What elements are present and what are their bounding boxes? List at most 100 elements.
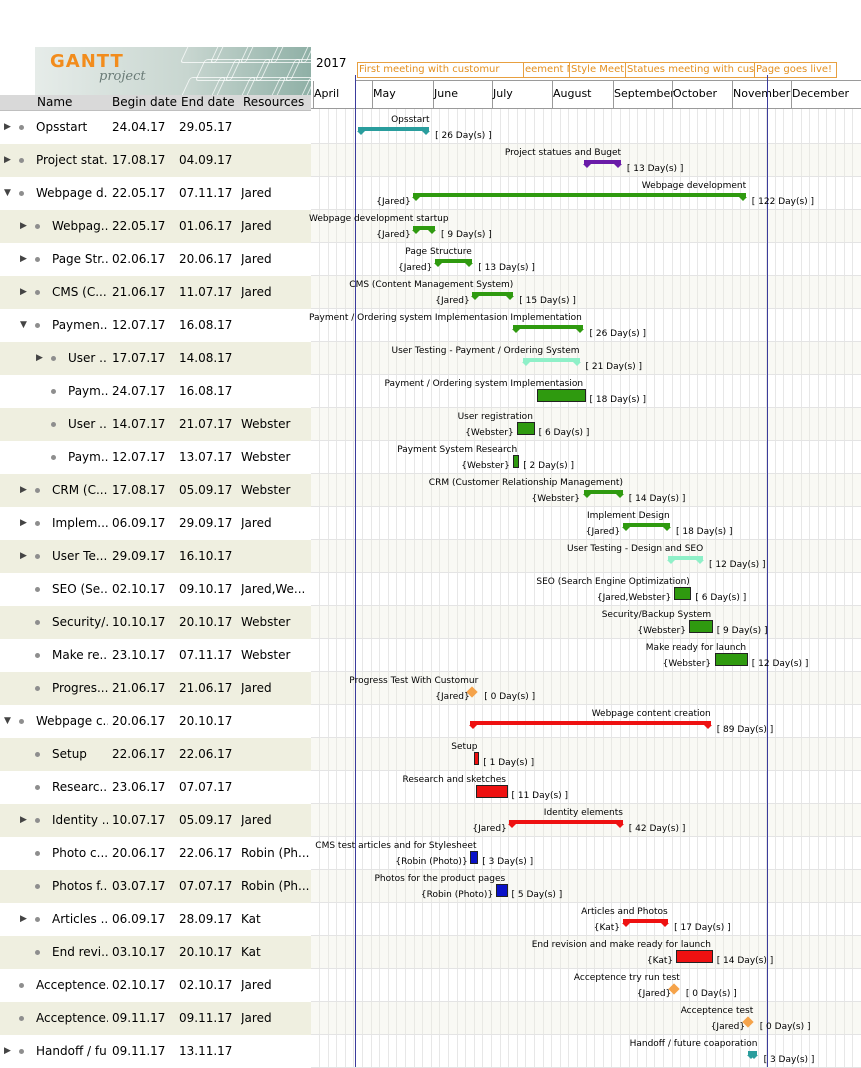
column-header-resources[interactable]: Resources	[243, 95, 304, 110]
task-bar[interactable]	[517, 422, 535, 435]
expand-arrow-icon[interactable]: ▶	[4, 1035, 11, 1068]
summary-task-bar[interactable]	[413, 226, 435, 230]
summary-task-bar[interactable]	[509, 820, 622, 824]
column-header-end-date[interactable]: End date	[181, 95, 235, 110]
task-begin-date: 10.10.17	[112, 606, 176, 639]
bar-duration-label: [ 3 Day(s) ]	[482, 857, 533, 867]
task-begin-date: 23.10.17	[112, 639, 176, 672]
bar-title-label: SEO (Search Engine Optimization)	[536, 577, 689, 587]
summary-task-bar[interactable]	[748, 1051, 758, 1055]
task-bar[interactable]	[715, 653, 748, 666]
summary-task-bar[interactable]	[435, 259, 472, 263]
expand-arrow-icon[interactable]: ▶	[20, 243, 27, 276]
collapse-arrow-icon[interactable]: ▼	[20, 309, 27, 342]
expand-arrow-icon[interactable]: ▶	[20, 804, 27, 837]
bar-duration-label: [ 3 Day(s) ]	[764, 1055, 815, 1065]
task-bar[interactable]	[496, 884, 508, 897]
header-milestone[interactable]: Statues meeting with custo	[625, 62, 755, 78]
header-milestone[interactable]: First meeting with customur	[357, 62, 524, 78]
task-bar[interactable]	[676, 950, 713, 963]
bar-resource-label: {Jared}	[435, 296, 469, 306]
summary-task-bar[interactable]	[472, 292, 513, 296]
task-name: User ...	[68, 408, 108, 441]
task-dot-icon	[51, 389, 56, 394]
summary-task-bar[interactable]	[523, 358, 580, 362]
expand-arrow-icon[interactable]: ▶	[36, 342, 43, 375]
task-end-date: 07.07.17	[179, 870, 239, 903]
summary-task-bar[interactable]	[668, 556, 703, 560]
expand-arrow-icon[interactable]: ▶	[20, 903, 27, 936]
task-bar[interactable]	[470, 851, 478, 864]
summary-task-bar[interactable]	[513, 325, 583, 329]
month-label-june: June	[434, 87, 458, 100]
summary-task-bar[interactable]	[623, 523, 670, 527]
task-name: Identity ...	[52, 804, 108, 837]
summary-task-bar[interactable]	[584, 490, 623, 494]
expand-arrow-icon[interactable]: ▶	[4, 111, 11, 144]
expand-arrow-icon[interactable]: ▶	[20, 474, 27, 507]
expand-arrow-icon[interactable]: ▶	[20, 507, 27, 540]
task-bar[interactable]	[474, 752, 479, 765]
summary-task-bar[interactable]	[358, 127, 429, 131]
header-milestone[interactable]: eement Meeting	[523, 62, 570, 78]
task-bar[interactable]	[513, 455, 519, 468]
header-milestone[interactable]: Style Meeti	[569, 62, 626, 78]
summary-task-bar[interactable]	[623, 919, 668, 923]
task-dot-icon	[35, 884, 40, 889]
expand-arrow-icon[interactable]: ▶	[20, 540, 27, 573]
task-bar[interactable]	[674, 587, 692, 600]
task-bar[interactable]	[689, 620, 712, 633]
collapse-arrow-icon[interactable]: ▼	[4, 705, 11, 738]
bar-title-label: Make ready for launch	[646, 643, 746, 653]
expand-arrow-icon[interactable]: ▶	[4, 144, 11, 177]
bar-resource-label: {Webster}	[532, 494, 581, 504]
task-dot-icon	[35, 818, 40, 823]
column-header-name[interactable]: Name	[37, 95, 72, 110]
expand-arrow-icon[interactable]: ▶	[20, 210, 27, 243]
task-begin-date: 21.06.17	[112, 276, 176, 309]
bar-duration-label: [ 89 Day(s) ]	[717, 725, 774, 735]
task-dot-icon	[19, 125, 24, 130]
bar-title-label: Handoff / future coaporation	[630, 1039, 758, 1049]
task-bar[interactable]	[537, 389, 586, 402]
summary-task-bar[interactable]	[470, 721, 710, 725]
summary-task-bar[interactable]	[584, 160, 621, 164]
collapse-arrow-icon[interactable]: ▼	[4, 177, 11, 210]
expand-arrow-icon[interactable]: ▶	[20, 276, 27, 309]
bar-title-label: Research and sketches	[403, 775, 506, 785]
summary-task-bar[interactable]	[413, 193, 745, 197]
task-name: Webpag...	[52, 210, 108, 243]
task-bar[interactable]	[476, 785, 507, 798]
column-header-begin-date[interactable]: Begin date	[112, 95, 177, 110]
